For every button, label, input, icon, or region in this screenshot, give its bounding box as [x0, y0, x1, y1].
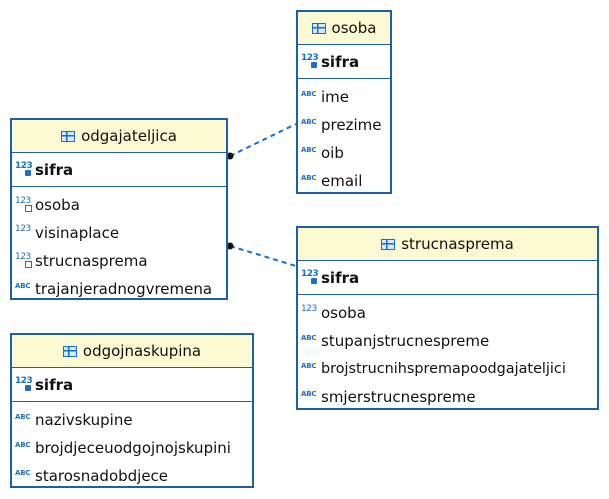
- column-label: starosnadobdjece: [35, 467, 169, 485]
- column-label: email: [321, 172, 363, 190]
- table-icon: [61, 130, 76, 142]
- column-row[interactable]: ABC nazivskupine: [12, 406, 252, 434]
- text-icon: ABC: [301, 118, 317, 126]
- numeric-key-icon: 123: [301, 268, 319, 284]
- link-endpoint-dot: [226, 152, 234, 160]
- column-row[interactable]: 123 sifra: [12, 153, 73, 186]
- primary-key-section: 123 sifra: [12, 153, 226, 187]
- column-row[interactable]: 123 visinaplace: [12, 219, 226, 247]
- column-label: nazivskupine: [35, 411, 133, 429]
- column-label: prezime: [321, 116, 382, 134]
- numeric-fk-icon: 123: [15, 197, 33, 212]
- column-row[interactable]: ABC trajanjeradnogvremena: [12, 275, 226, 303]
- numeric-icon: 123: [301, 304, 317, 314]
- text-icon: ABC: [15, 282, 31, 290]
- table-header[interactable]: odgojnaskupina: [12, 335, 252, 368]
- text-icon: ABC: [301, 362, 317, 370]
- primary-key-section: 123 sifra: [12, 368, 252, 402]
- column-label: sifra: [35, 375, 74, 394]
- table-osoba[interactable]: osoba 123 sifra ABC ime ABC prezime ABC oib…: [296, 10, 392, 194]
- table-strucnasprema[interactable]: strucnasprema 123 sifra 123 osoba ABC stup…: [296, 226, 599, 410]
- table-icon: [381, 238, 396, 250]
- columns-section: ABC ime ABC prezime ABC oib ABC email: [298, 79, 390, 195]
- columns-section: ABC nazivskupine ABC brojdjeceuodgojnojsku…: [12, 402, 252, 490]
- numeric-key-icon: 123: [15, 160, 33, 176]
- column-label: sifra: [35, 160, 74, 179]
- column-row[interactable]: ABC ime: [298, 83, 390, 111]
- link-endpoint-dot: [226, 242, 234, 250]
- column-label: trajanjeradnogvremena: [35, 280, 213, 298]
- numeric-key-icon: 123: [301, 52, 319, 68]
- link-odgajateljica-strucnasprema: [229, 245, 297, 267]
- column-row[interactable]: 123 osoba: [298, 299, 597, 327]
- column-label: smjerstrucnespreme: [321, 388, 476, 406]
- text-icon: ABC: [15, 413, 31, 421]
- text-icon: ABC: [15, 469, 31, 477]
- table-title: odgojnaskupina: [82, 342, 202, 360]
- text-icon: ABC: [301, 174, 317, 182]
- column-row[interactable]: ABC stupanjstrucnespreme: [298, 327, 597, 355]
- table-odgojnaskupina[interactable]: odgojnaskupina 123 sifra ABC nazivskupine…: [10, 333, 254, 488]
- primary-key-section: 123 sifra: [298, 261, 597, 295]
- column-label: brojstrucnihsprema­poodgajateljici: [321, 361, 566, 377]
- table-icon: [311, 22, 326, 34]
- column-row[interactable]: ABC brojstrucnihsprema­poodgajateljici: [298, 355, 597, 383]
- text-icon: ABC: [15, 441, 31, 449]
- column-label: osoba: [35, 196, 80, 214]
- column-label: osoba: [321, 304, 366, 322]
- column-label: oib: [321, 144, 344, 162]
- text-icon: ABC: [301, 390, 317, 398]
- text-icon: ABC: [301, 90, 317, 98]
- text-icon: ABC: [301, 334, 317, 342]
- column-row[interactable]: ABC starosnadobdjece: [12, 462, 252, 490]
- column-row[interactable]: 123 sifra: [298, 45, 359, 78]
- text-icon: ABC: [301, 146, 317, 154]
- table-title: osoba: [331, 19, 377, 37]
- table-title: strucnasprema: [401, 235, 514, 253]
- table-icon: [62, 345, 77, 357]
- primary-key-section: 123 sifra: [298, 45, 390, 79]
- column-label: strucnasprema: [35, 252, 148, 270]
- numeric-key-icon: 123: [15, 375, 33, 391]
- column-row[interactable]: ABC smjerstrucnespreme: [298, 383, 597, 411]
- column-row[interactable]: ABC oib: [298, 139, 390, 167]
- numeric-icon: 123: [15, 224, 31, 234]
- column-label: ime: [321, 88, 350, 106]
- table-header[interactable]: odgajateljica: [12, 120, 226, 153]
- column-label: visinaplace: [35, 224, 120, 242]
- column-row[interactable]: 123 sifra: [12, 368, 73, 401]
- column-label: brojdjeceuodgojnojskupini: [35, 439, 231, 457]
- column-row[interactable]: 123 sifra: [298, 261, 359, 294]
- column-row[interactable]: ABC prezime: [298, 111, 390, 139]
- column-label: sifra: [321, 52, 360, 71]
- column-label: stupanjstrucnespreme: [321, 332, 490, 350]
- link-odgajateljica-osoba: [229, 123, 297, 157]
- table-header[interactable]: osoba: [298, 12, 390, 45]
- table-header[interactable]: strucnasprema: [298, 228, 597, 261]
- column-row[interactable]: ABC brojdjeceuodgojnojskupini: [12, 434, 252, 462]
- column-label: sifra: [321, 268, 360, 287]
- columns-section: 123 osoba ABC stupanjstrucnespreme ABC broj…: [298, 295, 597, 411]
- column-row[interactable]: ABC email: [298, 167, 390, 195]
- table-title: odgajateljica: [81, 127, 177, 145]
- numeric-fk-icon: 123: [15, 253, 33, 268]
